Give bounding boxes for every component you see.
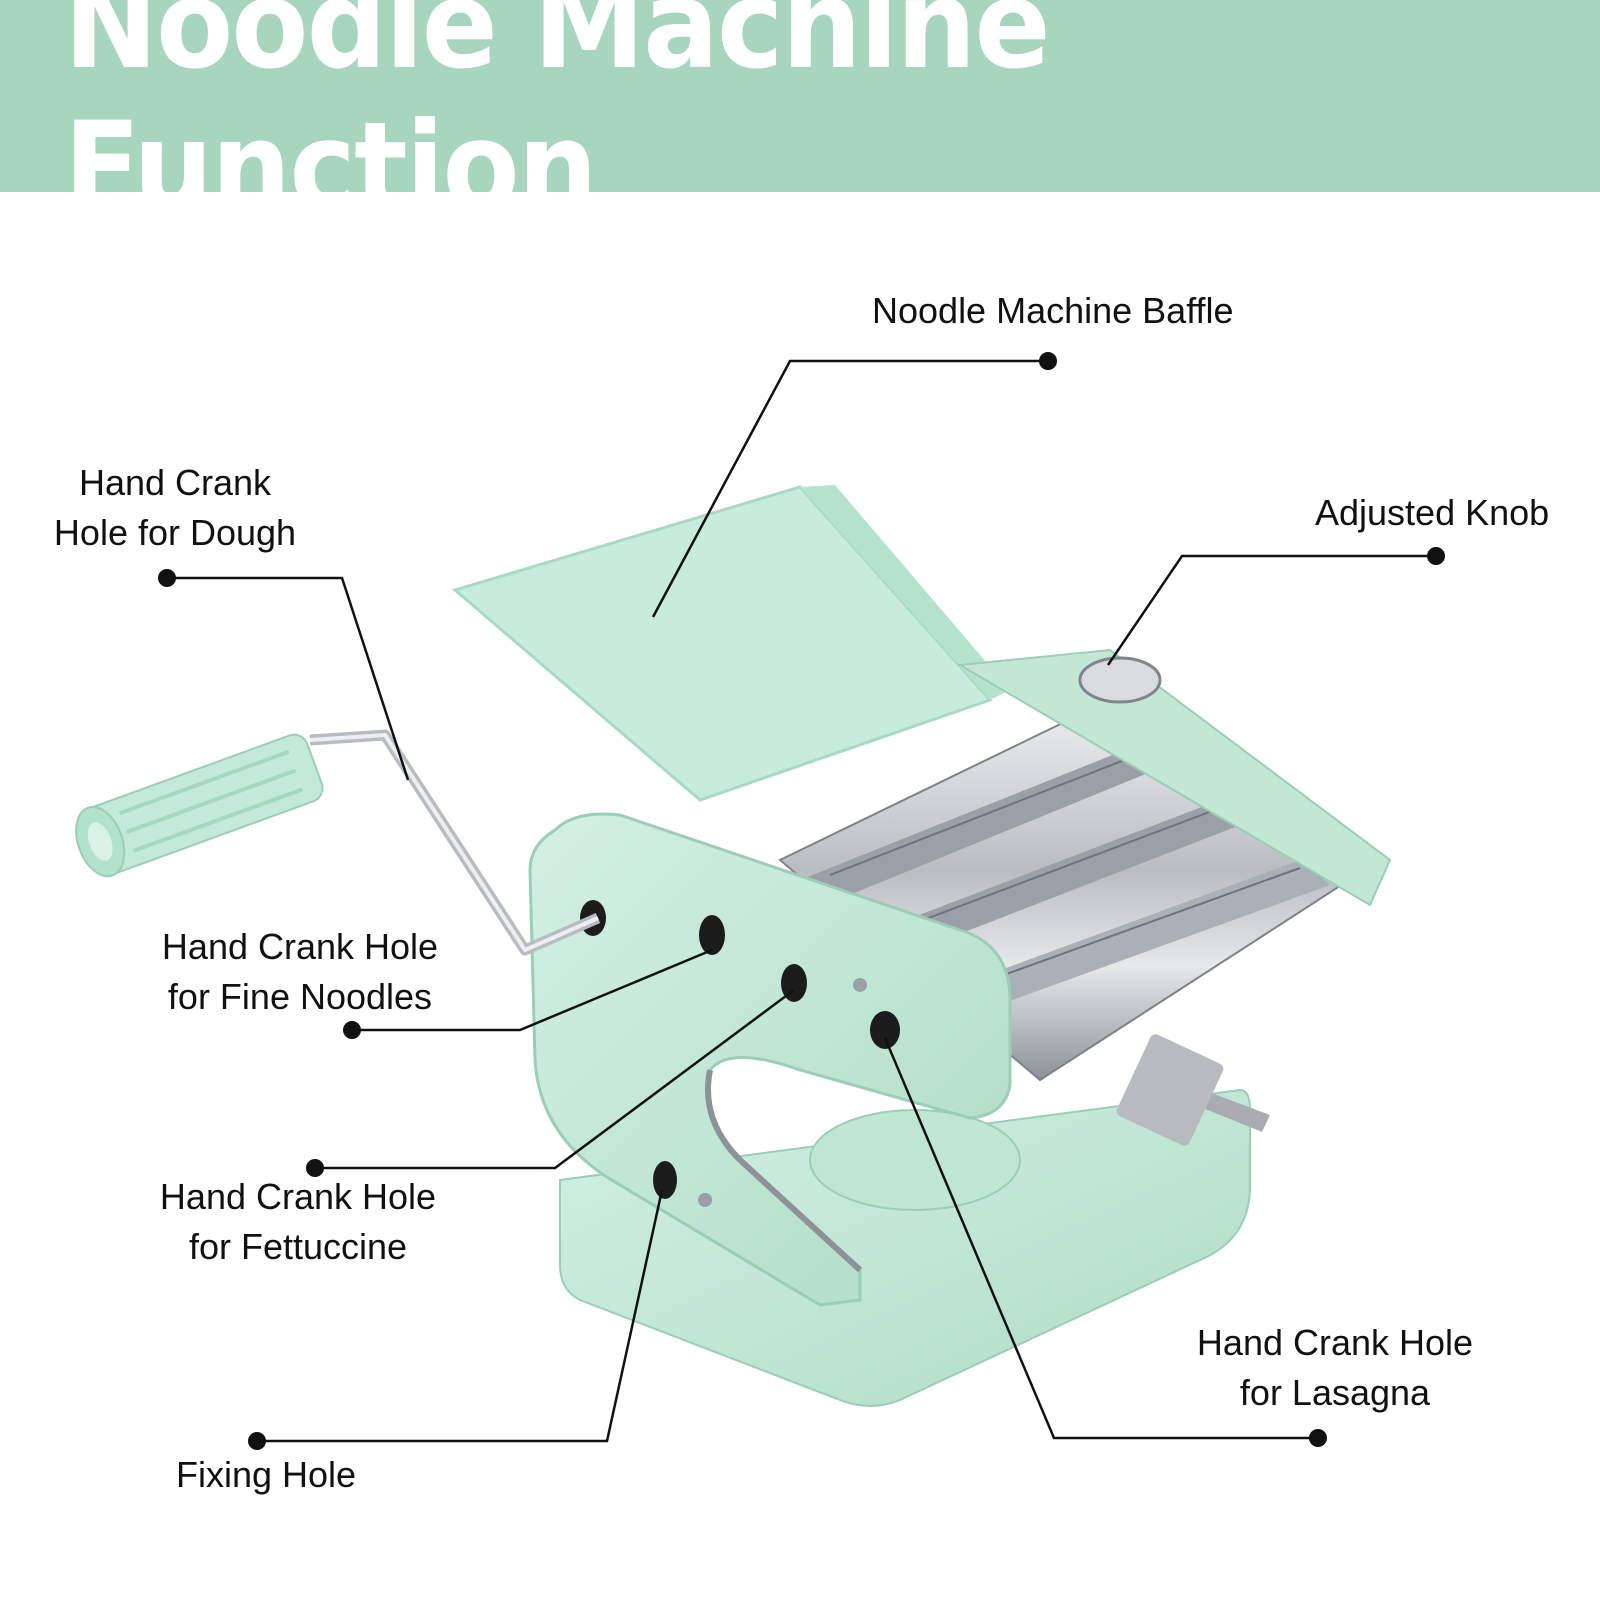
label-hole-dough-line1: Hand Crank <box>78 462 272 503</box>
base-bracket <box>1116 1034 1224 1146</box>
label-hole-lasagna: Hand Crank Hole for Lasagna <box>1185 1318 1485 1418</box>
label-hole-lasagna-line2: for Lasagna <box>1239 1372 1431 1413</box>
adjust-knob <box>1078 656 1162 704</box>
hole-fettuccine <box>781 964 807 1002</box>
front-plate-steel-edge <box>705 1069 863 1273</box>
base-suction-cup <box>809 1109 1021 1211</box>
cutter-roller-fine <box>800 740 1175 905</box>
label-hole-fine-noodles: Hand Crank Hole for Fine Noodles <box>150 922 450 1022</box>
label-baffle: Noodle Machine Baffle <box>872 290 1234 331</box>
leader-line-fettuccine <box>315 988 795 1170</box>
page-title: Noodle Machine Function <box>64 0 1051 238</box>
label-hole-fine-noodles-line1: Hand Crank Hole <box>161 926 439 967</box>
leader-line-fine <box>352 948 713 1032</box>
label-hole-fettuccine-line2: for Fettuccine <box>188 1226 408 1267</box>
cutter-roller-fettuccine <box>880 800 1248 955</box>
front-side-plate <box>528 812 1012 1307</box>
leader-line-lasagna <box>883 1037 1318 1440</box>
label-fixing-hole: Fixing Hole <box>176 1454 357 1495</box>
screw-lower <box>698 1193 712 1207</box>
leader-dot-fixing <box>248 1432 266 1450</box>
label-hole-fine-noodles-line2: for Fine Noodles <box>167 976 433 1017</box>
baffle-edge <box>800 485 1010 700</box>
baffle-plate <box>451 485 993 802</box>
cutter-roller-lasagna <box>960 860 1330 1010</box>
back-side-plate <box>956 648 1392 907</box>
hole-fine-noodles <box>699 915 725 955</box>
crank-handle <box>75 733 324 878</box>
screw-upper <box>853 978 867 992</box>
leader-dot-lasagna <box>1309 1429 1327 1447</box>
leader-line-baffle <box>651 359 1048 618</box>
leader-dot-dough <box>158 569 176 587</box>
label-hole-fettuccine-line1: Hand Crank Hole <box>159 1176 437 1217</box>
label-hole-dough-line2: Hole for Dough <box>53 512 297 553</box>
leader-dot-fine <box>343 1021 361 1039</box>
leader-dot-knob <box>1427 547 1445 565</box>
cutter-teeth <box>829 749 1301 981</box>
leader-line-knob <box>1106 554 1436 666</box>
leader-line-dough <box>167 576 410 781</box>
label-hole-lasagna-line1: Hand Crank Hole <box>1196 1322 1474 1363</box>
leader-dot-baffle <box>1039 352 1057 370</box>
title-banner: Noodle Machine Function <box>0 0 1600 238</box>
hole-lasagna <box>870 1011 900 1049</box>
label-hole-fettuccine: Hand Crank Hole for Fettuccine <box>148 1172 448 1272</box>
leader-dot-fettuccine <box>306 1159 324 1177</box>
label-adjusted-knob: Adjusted Knob <box>1315 492 1550 533</box>
label-hole-dough: Hand Crank Hole for Dough <box>40 458 310 558</box>
crank-arm-highlight <box>309 733 599 952</box>
leader-line-fixing <box>257 1189 664 1443</box>
hole-fixing <box>653 1161 677 1199</box>
